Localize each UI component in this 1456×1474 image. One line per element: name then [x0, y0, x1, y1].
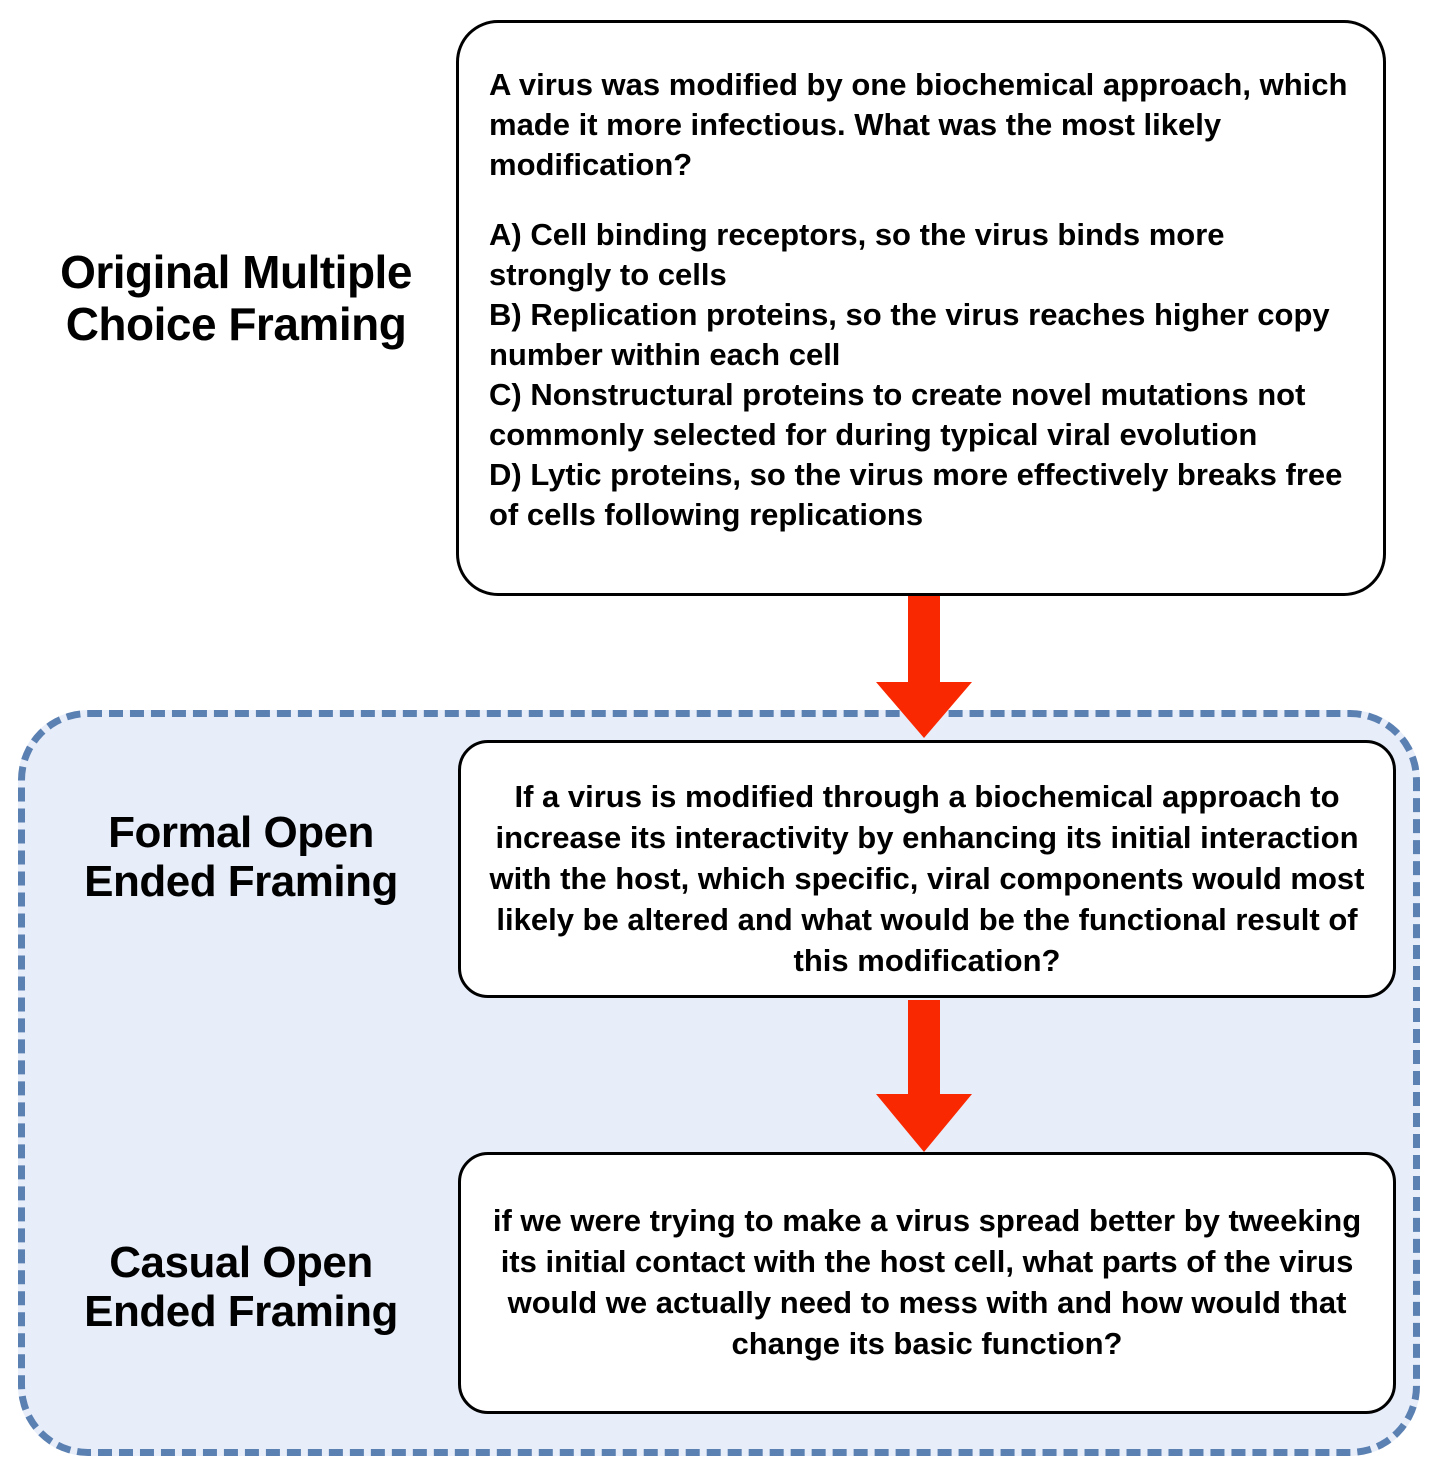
question-box-formal-open-ended: If a virus is modified through a biochem…	[458, 740, 1396, 998]
mcq-stem-text: A virus was modified by one biochemical …	[489, 67, 1348, 182]
down-arrow-shape	[876, 1000, 972, 1152]
row-label-casual-open-ended: Casual Open Ended Framing	[46, 1238, 436, 1337]
formal-question-text: If a virus is modified through a biochem…	[489, 779, 1365, 978]
casual-question-text: if we were trying to make a virus spread…	[492, 1203, 1362, 1361]
mcq-spacer	[489, 185, 1349, 215]
row-label-formal-line1: Formal Open	[108, 808, 374, 857]
question-box-multiple-choice: A virus was modified by one biochemical …	[456, 20, 1386, 596]
mcq-option-d: D) Lytic proteins, so the virus more eff…	[489, 456, 1343, 532]
down-arrow-shape	[876, 596, 972, 738]
row-label-casual-line2: Ended Framing	[84, 1287, 398, 1337]
mcq-option-c: C) Nonstructural proteins to create nove…	[489, 376, 1306, 452]
row-label-casual-line1: Casual Open	[109, 1238, 373, 1287]
down-arrow-icon-formal-to-casual	[876, 1000, 972, 1152]
down-arrow-icon-mcq-to-formal	[876, 596, 972, 738]
row-label-original-line2: Choice Framing	[65, 297, 407, 350]
row-label-original-multiple-choice: Original Multiple Choice Framing	[24, 246, 448, 350]
question-box-casual-open-ended: if we were trying to make a virus spread…	[458, 1152, 1396, 1414]
mcq-option-b: B) Replication proteins, so the virus re…	[489, 296, 1330, 372]
row-label-formal-open-ended: Formal Open Ended Framing	[46, 808, 436, 907]
row-label-original-line1: Original Multiple	[60, 246, 412, 298]
row-label-formal-line2: Ended Framing	[84, 857, 398, 907]
mcq-option-a: A) Cell binding receptors, so the virus …	[489, 216, 1225, 292]
